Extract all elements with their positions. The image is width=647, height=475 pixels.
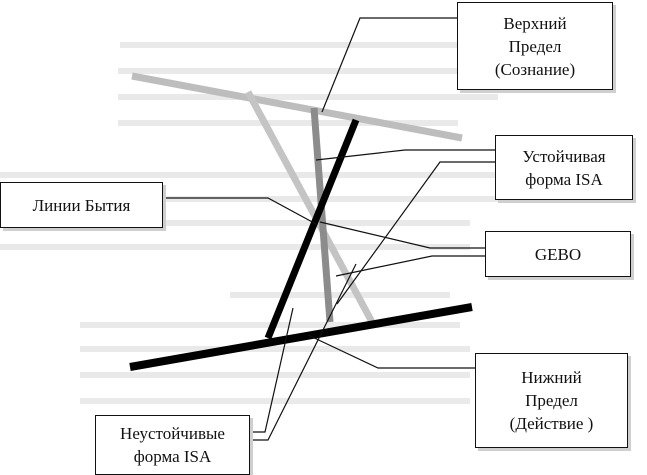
leader-gebo-2 <box>335 255 485 277</box>
bold-line-upper-limit <box>264 118 360 340</box>
leader-unstable-1 <box>248 307 294 433</box>
leader-lower-limit <box>307 334 475 369</box>
leader-unstable-2 <box>248 263 357 441</box>
unstable-isa-label: Неустойчивые форма ISA <box>95 415 250 475</box>
leader-lines <box>163 17 495 441</box>
lower-limit-label: Нижний Предел (Действие ) <box>475 353 628 448</box>
leader-gebo-1 <box>319 221 485 249</box>
bold-line-lower-limit <box>129 303 473 371</box>
leader-stable-1 <box>315 149 495 161</box>
stable-isa-label: Устойчивая форма ISA <box>495 135 633 200</box>
lines-of-being-label: Линии Бытия <box>0 182 163 228</box>
grey-diagonal-upper <box>131 72 463 142</box>
leader-stable-2 <box>336 161 495 305</box>
gebo-label: GEBO <box>485 231 631 277</box>
grey-vertical <box>310 107 334 323</box>
leader-lines-of-being <box>163 197 317 225</box>
upper-limit-label: Верхний Предел (Сознание) <box>457 2 613 90</box>
leader-upper-limit <box>321 17 457 113</box>
